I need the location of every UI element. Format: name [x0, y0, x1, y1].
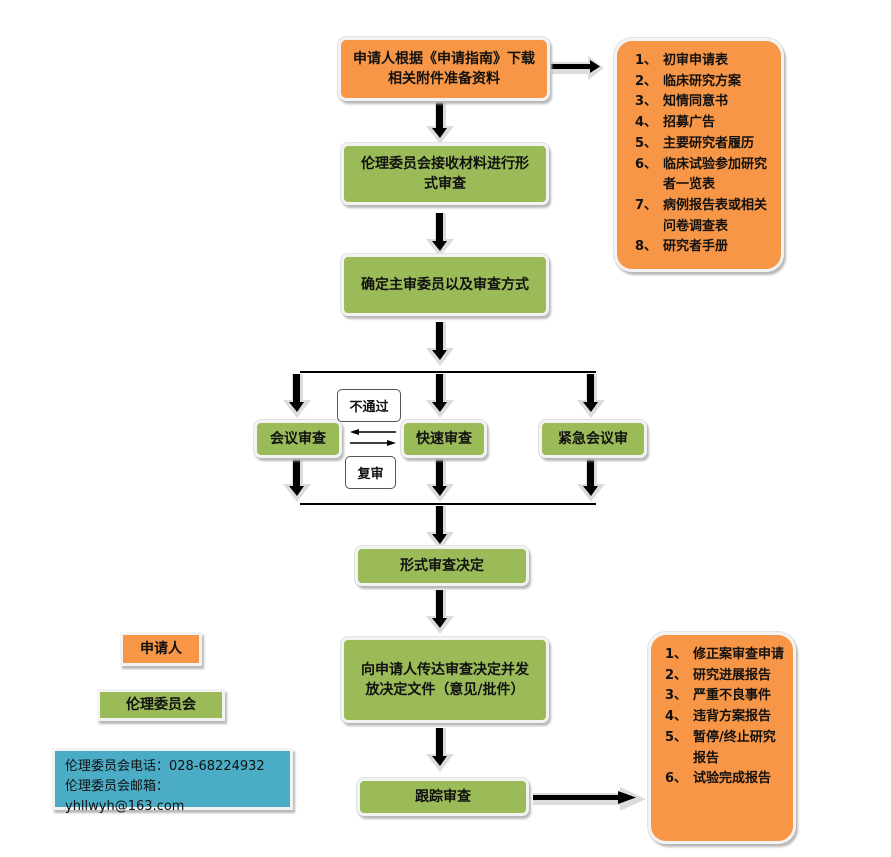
item-text: 修正案审查申请	[693, 647, 785, 662]
step-fast-review: 快速审查	[401, 420, 487, 458]
step-determine-text: 确定主审委员以及审查方式	[361, 277, 529, 293]
documents-list-item: 5、主要研究者履历	[635, 134, 771, 155]
documents-list: 1、初审申请表 2、临床研究方案 3、知情同意书 4、招募广告 5、主要研究者履…	[614, 38, 784, 272]
arrow-to-fast-review	[426, 374, 454, 418]
item-number: 5、	[635, 135, 658, 151]
documents-list-item: 2、临床研究方案	[635, 72, 771, 93]
step-notify-applicant: 向申请人传达审查决定并发放决定文件（意见/批件）	[341, 637, 549, 723]
item-text: 研究者手册	[663, 239, 729, 255]
legend-applicant: 申请人	[120, 632, 202, 666]
follow-up-list-item: 3、严重不良事件	[665, 686, 785, 707]
item-text: 病例报告表或相关问卷调查表	[663, 197, 768, 234]
arrow-prepare-to-receive	[426, 100, 454, 144]
step-meeting-review-text: 会议审查	[270, 431, 326, 447]
arrow-meeting-to-fast	[350, 440, 396, 446]
item-text: 主要研究者履历	[663, 135, 755, 151]
documents-list-item: 1、初审申请表	[635, 51, 771, 72]
documents-list-item: 7、病例报告表或相关问卷调查表	[635, 196, 771, 237]
follow-up-list-item: 1、修正案审查申请	[665, 645, 785, 666]
item-text: 严重不良事件	[693, 688, 772, 704]
step-emergency-review-text: 紧急会议审	[558, 431, 628, 447]
step-formal-decision-text: 形式审查决定	[400, 558, 484, 574]
contact-phone-label: 伦理委员会电话：	[65, 759, 170, 774]
follow-up-list-item: 4、违背方案报告	[665, 707, 785, 728]
label-not-passed-text: 不通过	[349, 400, 389, 415]
legend-applicant-text: 申请人	[140, 641, 182, 657]
documents-list-item: 6、临床试验参加研究者一览表	[635, 155, 771, 196]
arrow-receive-to-determine	[426, 213, 454, 257]
arrow-decision-to-notify	[426, 590, 454, 634]
item-text: 初审申请表	[663, 53, 729, 68]
item-number: 2、	[635, 73, 658, 89]
contact-email-label: 伦理委员会邮箱：	[65, 779, 170, 794]
item-text: 临床研究方案	[663, 73, 742, 89]
step-prepare-text: 申请人根据《申请指南》下载相关附件准备资料	[353, 51, 535, 87]
label-re-review-text: 复审	[357, 467, 384, 482]
item-number: 3、	[635, 94, 658, 110]
step-follow-up-review: 跟踪审查	[357, 778, 529, 816]
item-text: 暂停/终止研究报告	[693, 729, 776, 766]
arrow-to-emergency-review	[577, 374, 605, 418]
item-number: 4、	[635, 115, 658, 131]
step-emergency-review: 紧急会议审	[539, 420, 647, 458]
item-text: 研究进展报告	[693, 667, 772, 683]
item-text: 招募广告	[663, 115, 716, 131]
label-not-passed: 不通过	[337, 389, 401, 422]
item-text: 试验完成报告	[693, 771, 772, 787]
follow-up-list-item: 6、试验完成报告	[665, 769, 785, 790]
follow-up-list-item: 2、研究进展报告	[665, 666, 785, 687]
contact-email-row: 伦理委员会邮箱： yhllwyh@163.com	[65, 777, 280, 817]
step-receive-text: 伦理委员会接收材料进行形式审查	[361, 156, 529, 192]
item-text: 违背方案报告	[693, 709, 772, 725]
arrow-from-emergency-review	[577, 458, 605, 502]
legend-committee: 伦理委员会	[97, 689, 225, 721]
contact-phone: 028-68224932	[169, 759, 265, 774]
contact-phone-row: 伦理委员会电话：028-68224932	[65, 757, 280, 777]
item-number: 4、	[665, 709, 688, 725]
arrow-notify-to-follow-up	[426, 728, 454, 772]
item-number: 6、	[665, 771, 688, 787]
item-number: 1、	[665, 647, 688, 662]
item-number: 5、	[665, 729, 688, 745]
step-formal-decision: 形式审查决定	[355, 546, 529, 586]
item-number: 8、	[635, 239, 658, 255]
arrow-determine-to-branch	[426, 322, 454, 366]
arrow-merge-to-decision	[426, 506, 454, 550]
step-prepare-materials: 申请人根据《申请指南》下载相关附件准备资料	[338, 37, 550, 101]
documents-list-item: 8、研究者手册	[635, 237, 771, 258]
documents-list-item: 3、知情同意书	[635, 92, 771, 113]
item-number: 2、	[665, 667, 688, 683]
follow-up-list-item: 5、暂停/终止研究报告	[665, 728, 785, 769]
arrow-follow-up-to-list	[533, 787, 646, 811]
item-number: 7、	[635, 197, 658, 213]
step-determine-reviewer: 确定主审委员以及审查方式	[341, 254, 549, 316]
step-notify-text: 向申请人传达审查决定并发放决定文件（意见/批件）	[361, 662, 529, 698]
legend-committee-text: 伦理委员会	[126, 697, 196, 713]
step-follow-up-text: 跟踪审查	[415, 789, 471, 805]
item-number: 3、	[665, 688, 688, 704]
step-receive-materials: 伦理委员会接收材料进行形式审查	[341, 143, 549, 205]
arrow-from-fast-review	[426, 458, 454, 502]
label-re-review: 复审	[345, 456, 396, 489]
arrow-from-meeting-review	[283, 458, 311, 502]
contact-email: yhllwyh@163.com	[65, 799, 185, 814]
item-text: 知情同意书	[663, 94, 729, 110]
step-fast-review-text: 快速审查	[416, 431, 472, 447]
item-number: 1、	[635, 53, 658, 68]
arrow-to-meeting-review	[283, 374, 311, 418]
item-number: 6、	[635, 156, 658, 172]
arrow-fast-to-meeting	[350, 429, 396, 435]
arrow-prepare-to-documents	[550, 56, 604, 80]
follow-up-list: 1、修正案审查申请 2、研究进展报告 3、严重不良事件 4、违背方案报告 5、暂…	[648, 632, 796, 844]
contact-info: 伦理委员会电话：028-68224932 伦理委员会邮箱： yhllwyh@163…	[52, 748, 293, 814]
step-meeting-review: 会议审查	[254, 420, 342, 458]
item-text: 临床试验参加研究者一览表	[663, 156, 768, 193]
documents-list-item: 4、招募广告	[635, 113, 771, 134]
